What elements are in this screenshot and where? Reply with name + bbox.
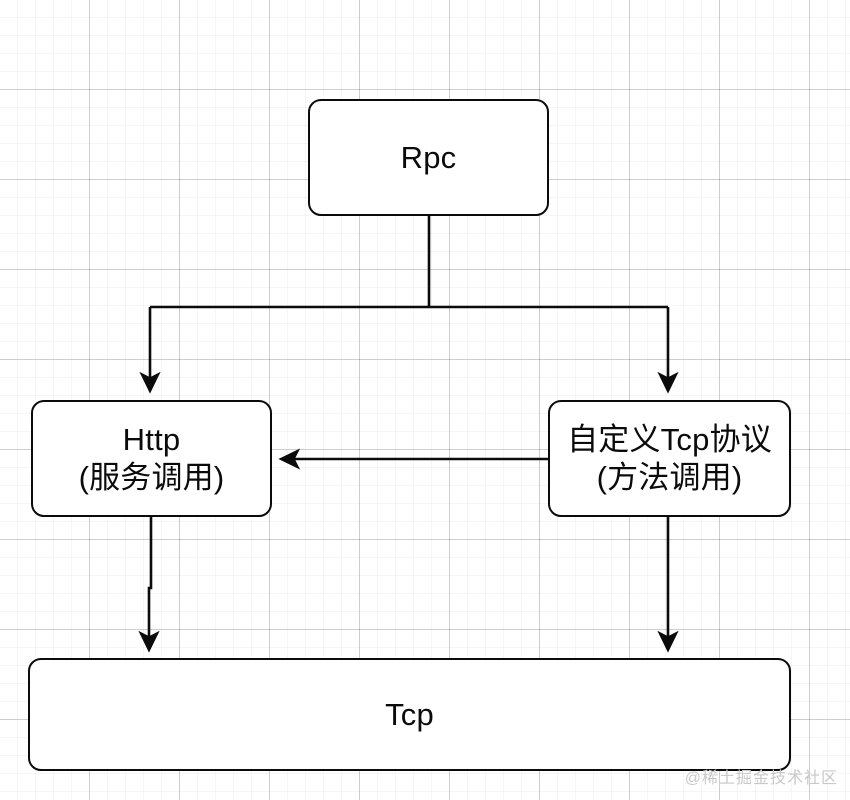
node-http-label: Http bbox=[122, 421, 181, 457]
node-rpc-label: Rpc bbox=[400, 139, 457, 175]
node-http-sublabel: (服务调用) bbox=[78, 459, 225, 495]
node-custom-tcp-sublabel: (方法调用) bbox=[596, 459, 743, 495]
edge-http-to-tcp bbox=[138, 517, 160, 653]
node-rpc[interactable]: Rpc bbox=[308, 99, 549, 216]
node-tcp-label: Tcp bbox=[385, 696, 434, 732]
node-tcp[interactable]: Tcp bbox=[28, 658, 791, 771]
node-custom-tcp[interactable]: 自定义Tcp协议 (方法调用) bbox=[548, 400, 791, 517]
watermark: @稀土掘金技术社区 bbox=[684, 770, 838, 787]
node-custom-tcp-label: 自定义Tcp协议 bbox=[567, 421, 772, 457]
node-http[interactable]: Http (服务调用) bbox=[31, 400, 272, 517]
